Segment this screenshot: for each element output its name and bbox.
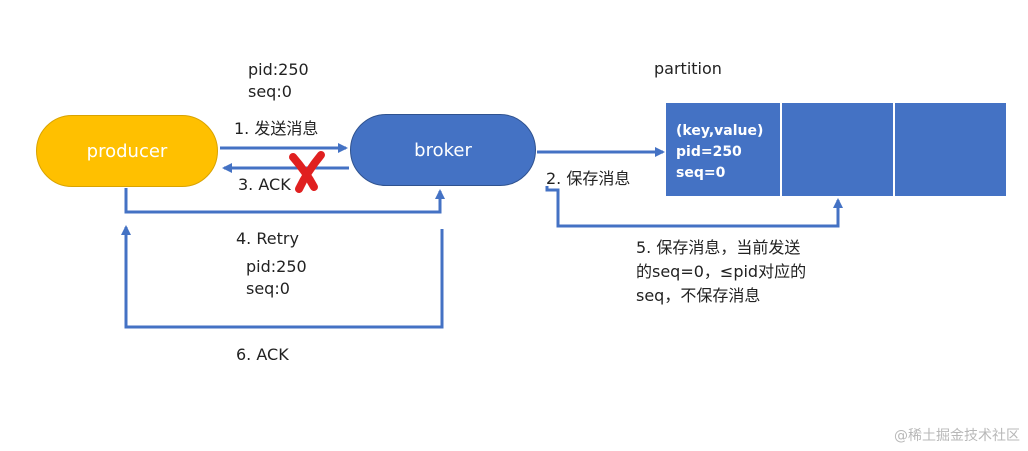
partition-cell-record: (key,value) pid=250 seq=0	[666, 103, 780, 196]
watermark: @稀土掘金技术社区	[894, 428, 1020, 444]
dedupe-note-line: 5. 保存消息，当前发送	[636, 238, 801, 257]
record-key-value: (key,value)	[676, 123, 764, 139]
first-send-seq: seq:0	[248, 82, 292, 101]
broker-label: broker	[414, 139, 472, 161]
record-seq: seq=0	[676, 165, 726, 181]
retry-pid: pid:250	[246, 257, 307, 276]
partition-title: partition	[654, 59, 722, 78]
dedupe-arrow	[545, 186, 843, 228]
dedupe-note: 5. 保存消息，当前发送 的seq=0，≤pid对应的 seq，不保存消息	[636, 236, 806, 308]
step-ack-lost-label: 3. ACK	[238, 175, 291, 194]
partition-block: (key,value) pid=250 seq=0	[666, 103, 1006, 196]
retry-seq: seq:0	[246, 279, 290, 298]
partition-cell-empty	[780, 103, 893, 196]
partition-cell-empty	[893, 103, 1006, 196]
first-send-pid: pid:250	[248, 60, 309, 79]
producer-label: producer	[86, 140, 168, 162]
record-pid: pid=250	[676, 144, 742, 160]
ack-lost-cross-icon	[289, 151, 325, 193]
ack-final-arrow	[121, 225, 444, 329]
step-ack-final-label: 6. ACK	[236, 345, 289, 364]
step-store-label: 2. 保存消息	[546, 169, 631, 188]
retry-arrow	[124, 188, 445, 214]
producer-node: producer	[36, 115, 218, 187]
dedupe-note-line: 的seq=0，≤pid对应的	[636, 262, 807, 281]
step-retry-label: 4. Retry	[236, 229, 299, 248]
step-send-label: 1. 发送消息	[234, 119, 319, 138]
broker-node: broker	[350, 114, 536, 186]
dedupe-note-line: seq，不保存消息	[636, 286, 761, 305]
